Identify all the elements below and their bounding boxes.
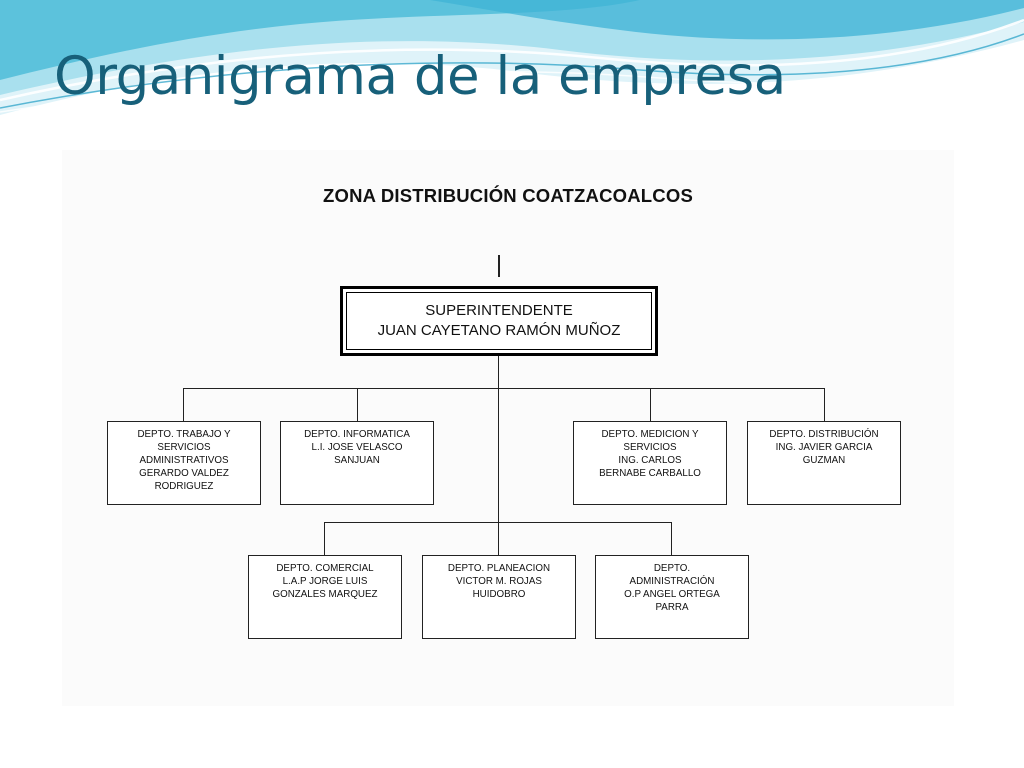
dept-line: DEPTO. (653, 563, 691, 574)
dept-line: ING. JAVIER GARCIA (775, 441, 873, 453)
lower-drop-line (671, 522, 672, 555)
superintendent-inner-frame: SUPERINTENDENTE JUAN CAYETANO RAMÓN MUÑO… (346, 292, 652, 350)
lower-drop-line (324, 522, 325, 555)
slide-title: Organigrama de la empresa (54, 46, 786, 107)
dept-box-informatica: DEPTO. INFORMATICA L.I. JOSE VELASCO SAN… (280, 421, 434, 505)
superintendent-box: SUPERINTENDENTE JUAN CAYETANO RAMÓN MUÑO… (340, 286, 658, 356)
dept-line: DEPTO. PLANEACION (447, 563, 551, 574)
wave-line-1 (0, 18, 1024, 102)
lower-branch-line (324, 522, 672, 523)
dept-line: L.I. JOSE VELASCO (311, 441, 403, 453)
upper-drop-line (357, 388, 358, 421)
dept-line: DEPTO. TRABAJO Y (137, 429, 231, 440)
org-chart-heading: ZONA DISTRIBUCIÓN COATZACOALCOS (322, 185, 693, 206)
dept-line: ADMINISTRACIÓN (629, 575, 715, 587)
dept-line: SERVICIOS (157, 441, 211, 453)
dept-line: DEPTO. INFORMATICA (304, 429, 410, 440)
decorative-wave-header (0, 0, 1024, 115)
dept-line: DEPTO. COMERCIAL (276, 563, 374, 574)
dept-line: GUZMAN (802, 454, 846, 466)
superintendent-name: JUAN CAYETANO RAMÓN MUÑOZ (377, 322, 621, 339)
dept-box-medicion-servicios: DEPTO. MEDICION Y SERVICIOS ING. CARLOS … (573, 421, 727, 505)
upper-drop-line (824, 388, 825, 421)
dept-line: BERNABE CARBALLO (599, 467, 701, 479)
dept-line: ADMINISTRATIVOS (139, 454, 229, 466)
top-stub-line (498, 255, 500, 277)
wave-band-accent (430, 0, 1024, 40)
upper-drop-line (650, 388, 651, 421)
dept-line: ING. CARLOS (618, 454, 682, 466)
dept-line: DEPTO. DISTRIBUCIÓN (769, 429, 879, 440)
dept-box-comercial: DEPTO. COMERCIAL L.A.P JORGE LUIS GONZAL… (248, 555, 402, 639)
wave-band-dark (0, 0, 640, 80)
dept-line: SERVICIOS (623, 441, 677, 453)
upper-branch-line (183, 388, 824, 389)
dept-line: RODRIGUEZ (154, 480, 214, 492)
dept-line: O.P ANGEL ORTEGA (624, 588, 720, 600)
dept-box-distribucion: DEPTO. DISTRIBUCIÓN ING. JAVIER GARCIA G… (747, 421, 901, 505)
dept-line: VICTOR M. ROJAS (456, 575, 542, 587)
dept-line: L.A.P JORGE LUIS (282, 575, 368, 587)
main-trunk-line (498, 356, 499, 555)
dept-line: GERARDO VALDEZ (139, 467, 229, 479)
upper-drop-line (183, 388, 184, 421)
wave-line-3 (0, 47, 1024, 113)
dept-box-planeacion: DEPTO. PLANEACION VICTOR M. ROJAS HUIDOB… (422, 555, 576, 639)
dept-line: GONZALES MARQUEZ (272, 588, 378, 600)
dept-line: PARRA (655, 601, 689, 613)
dept-line: DEPTO. MEDICION Y (601, 429, 699, 440)
superintendent-title: SUPERINTENDENTE (425, 301, 573, 319)
dept-line: HUIDOBRO (472, 588, 526, 600)
dept-box-trabajo-servicios: DEPTO. TRABAJO Y SERVICIOS ADMINISTRATIV… (107, 421, 261, 505)
org-chart: ZONA DISTRIBUCIÓN COATZACOALCOS SUPERINT… (62, 150, 954, 706)
dept-box-administracion: DEPTO. ADMINISTRACIÓN O.P ANGEL ORTEGA P… (595, 555, 749, 639)
wave-line-2 (0, 33, 1024, 109)
dept-line: SANJUAN (334, 454, 380, 466)
